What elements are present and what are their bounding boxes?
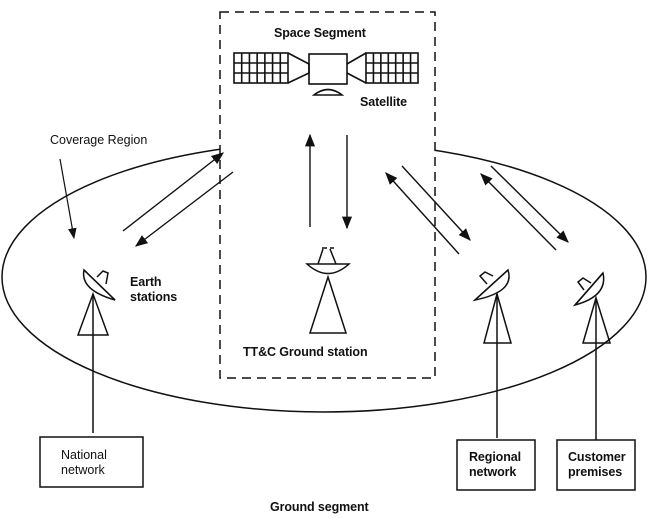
customer-downlink-arrow: [490, 165, 569, 243]
ttc-ground-station-label: TT&C Ground station: [243, 345, 367, 359]
national-network-line1: National: [61, 448, 107, 462]
earth-station-customer-icon: [572, 271, 612, 440]
regional-uplink-arrow: [385, 172, 460, 255]
earth-station-regional-icon: [472, 268, 512, 438]
satellite-label: Satellite: [360, 95, 407, 109]
space-segment-label: Space Segment: [274, 26, 367, 40]
national-uplink-arrow: [122, 152, 224, 232]
satellite-icon: [233, 52, 419, 96]
national-network-box: National network: [39, 436, 144, 488]
coverage-pointer-arrow: [59, 158, 77, 240]
ttc-ground-station-icon: [305, 247, 351, 334]
regional-network-line2: network: [469, 465, 516, 479]
customer-premises-line1: Customer: [568, 450, 626, 464]
ground-segment-label: Ground segment: [270, 500, 370, 514]
earth-stations-label-line1: Earth: [130, 275, 161, 289]
regional-downlink-arrow: [401, 165, 471, 241]
national-network-line2: network: [61, 463, 106, 477]
national-downlink-arrow: [134, 171, 234, 247]
earth-stations-label-line2: stations: [130, 290, 177, 304]
earth-station-national-icon: [76, 268, 116, 433]
regional-network-box: Regional network: [456, 439, 536, 491]
customer-premises-box: Customer premises: [556, 439, 636, 491]
regional-network-line1: Regional: [469, 450, 521, 464]
customer-uplink-arrow: [480, 173, 557, 251]
customer-premises-line2: premises: [568, 465, 622, 479]
coverage-region-label: Coverage Region: [50, 133, 147, 147]
